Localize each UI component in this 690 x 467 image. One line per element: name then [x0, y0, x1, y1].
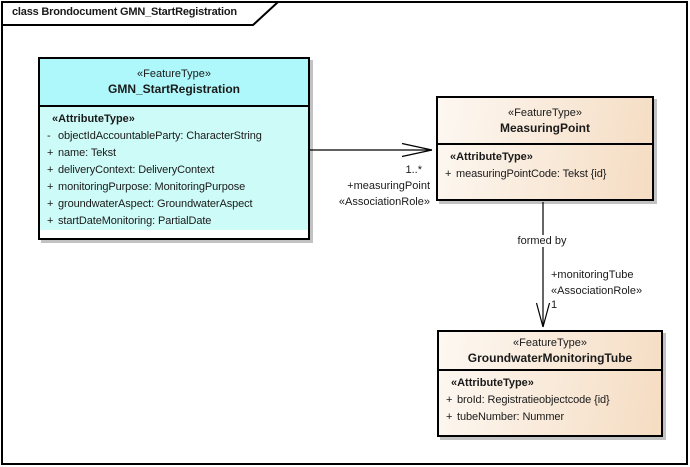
class-attributes-compartment: «AttributeType» - objectIdAccountablePar…: [40, 107, 308, 230]
class-name: GroundwaterMonitoringTube: [467, 350, 633, 365]
attribute-text: deliveryContext: DeliveryContext: [58, 164, 215, 176]
attribute-row: + tubeNumber: Nummer: [439, 409, 661, 426]
class-box-gmn-startregistration: «FeatureType» GMN_StartRegistration «Att…: [38, 57, 310, 240]
attribute-row: + monitoringPurpose: MonitoringPurpose: [40, 179, 308, 196]
visibility-marker: +: [47, 164, 54, 176]
attribute-text: monitoringPurpose: MonitoringPurpose: [58, 181, 246, 193]
attribute-row: + startDateMonitoring: PartialDate: [40, 213, 308, 230]
class-attributes-compartment: «AttributeType» + broId: Registratieobje…: [439, 371, 661, 426]
frame-title: class Brondocument GMN_StartRegistration: [12, 6, 237, 18]
attribute-text: objectIdAccountableParty: CharacterStrin…: [58, 130, 262, 142]
class-title-compartment: «FeatureType» GMN_StartRegistration: [40, 59, 308, 107]
visibility-marker: +: [47, 147, 54, 159]
stereotype-label: «AssociationRole»: [551, 285, 643, 297]
class-stereotype: «FeatureType»: [137, 68, 211, 80]
association-labels-monitoringtube: +monitoringTube «AssociationRole»: [551, 267, 642, 299]
class-title-compartment: «FeatureType» MeasuringPoint: [438, 98, 652, 145]
attribute-row: - objectIdAccountableParty: CharacterStr…: [40, 128, 308, 145]
class-attributes-compartment: «AttributeType» + measuringPointCode: Te…: [438, 145, 652, 183]
frame-tab-shape: [1, 1, 281, 26]
attribute-row: + broId: Registratieobjectcode {id}: [439, 392, 661, 409]
attribute-row: + name: Tekst: [40, 145, 308, 162]
class-box-measuringpoint: «FeatureType» MeasuringPoint «AttributeT…: [436, 96, 654, 201]
open-arrowhead-icon: [401, 142, 433, 158]
visibility-marker: +: [47, 198, 54, 210]
class-title-compartment: «FeatureType» GroundwaterMonitoringTube: [439, 332, 661, 371]
visibility-marker: +: [47, 215, 54, 227]
attributes-stereotype: «AttributeType»: [450, 151, 533, 163]
attribute-row: + groundwaterAspect: GroundwaterAspect: [40, 196, 308, 213]
visibility-marker: -: [47, 130, 51, 142]
attribute-text: tubeNumber: Nummer: [457, 411, 565, 423]
attributes-stereotype: «AttributeType»: [52, 113, 135, 125]
attributes-stereotype: «AttributeType»: [451, 377, 534, 389]
role-label: +monitoringTube: [551, 269, 634, 281]
class-name: MeasuringPoint: [499, 120, 590, 135]
class-stereotype: «FeatureType»: [508, 106, 582, 119]
stereotype-label: «AssociationRole»: [338, 196, 430, 208]
open-arrowhead-icon: [535, 302, 551, 328]
visibility-marker: +: [446, 411, 453, 423]
attribute-text: startDateMonitoring: PartialDate: [58, 215, 212, 227]
attribute-row: + deliveryContext: DeliveryContext: [40, 162, 308, 179]
class-name: GMN_StartRegistration: [107, 82, 241, 96]
visibility-marker: +: [47, 181, 54, 193]
attribute-text: measuringPointCode: Tekst {id}: [456, 168, 607, 180]
association-name-label: formed by: [514, 235, 570, 247]
attribute-text: broId: Registratieobjectcode {id}: [457, 394, 610, 406]
attribute-text: groundwaterAspect: GroundwaterAspect: [58, 198, 253, 210]
multiplicity-label: 1..*: [405, 164, 422, 176]
class-stereotype: «FeatureType»: [513, 336, 587, 349]
frame-tab: [1, 1, 281, 26]
attribute-row: + measuringPointCode: Tekst {id}: [438, 166, 652, 183]
role-label: +measuringPoint: [347, 180, 430, 192]
association-labels-measuringpoint: 1..* +measuringPoint «AssociationRole»: [339, 162, 430, 210]
class-box-groundwatermonitoringtube: «FeatureType» GroundwaterMonitoringTube …: [437, 330, 663, 437]
multiplicity-label: 1: [551, 299, 558, 311]
visibility-marker: +: [445, 168, 452, 180]
attribute-text: name: Tekst: [58, 147, 117, 159]
visibility-marker: +: [446, 394, 453, 406]
